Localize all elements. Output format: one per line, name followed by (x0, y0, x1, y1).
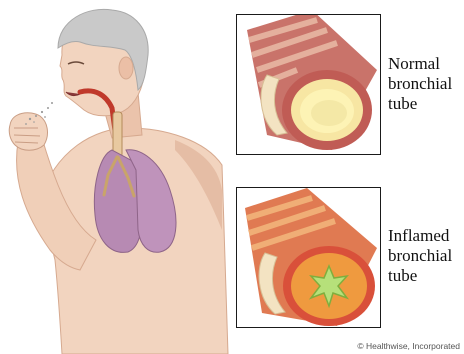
ear (119, 57, 133, 79)
inflamed-bronchial-tube-panel (236, 187, 381, 328)
inflamed-label-line-2: bronchial (388, 246, 452, 266)
inflamed-label-line-1: Inflamed (388, 226, 452, 246)
trachea (113, 112, 122, 157)
normal-label-line-3: tube (388, 94, 452, 114)
normal-bronchial-tube-illustration (237, 15, 380, 154)
normal-label-line-1: Normal (388, 54, 452, 74)
coughing-man-illustration (0, 0, 236, 354)
inflamed-bronchial-tube-illustration (237, 188, 380, 327)
inflamed-bronchial-tube-label: Inflamed bronchial tube (388, 226, 452, 286)
inflamed-label-line-3: tube (388, 266, 452, 286)
fist (9, 113, 47, 150)
normal-bronchial-tube-label: Normal bronchial tube (388, 54, 452, 114)
normal-label-line-2: bronchial (388, 74, 452, 94)
copyright-credit: © Healthwise, Incorporated (357, 341, 460, 351)
normal-bronchial-tube-panel (236, 14, 381, 155)
normal-lumen-depth (311, 100, 347, 126)
